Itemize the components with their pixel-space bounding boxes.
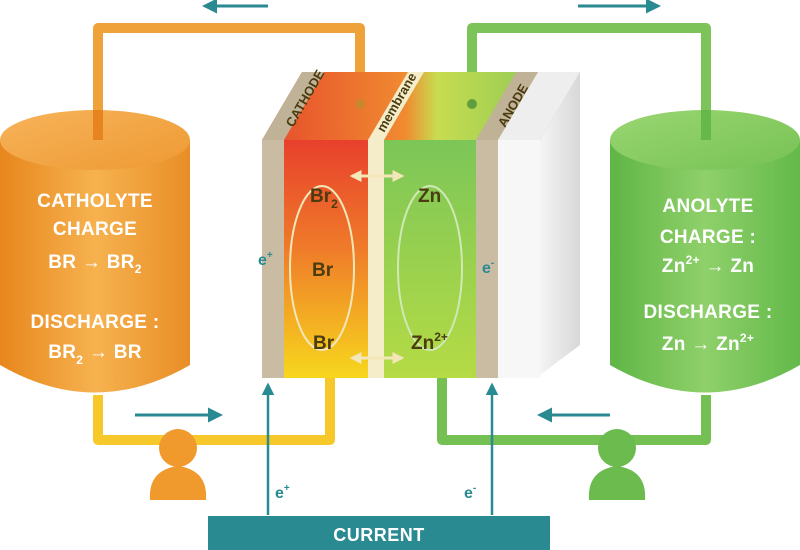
cathode-circulation-loop (289, 185, 355, 351)
catholyte-charge-reaction: BR → BR2 (48, 252, 142, 276)
catholyte-return-pipe (93, 23, 365, 140)
catholyte-tank (0, 110, 190, 393)
catholyte-supply-pipe (93, 378, 335, 445)
cathode-species-middle: Br (312, 260, 334, 281)
cell-block (262, 72, 580, 378)
right-wire-electron-label: e- (464, 483, 476, 502)
catholyte-charge-label: CHARGE (53, 219, 137, 240)
anolyte-title: ANOLYTE (662, 196, 753, 217)
anode-species-bottom: Zn2+ (411, 330, 448, 354)
cathode-species-top: Br2 (310, 186, 338, 211)
anolyte-charge-label: CHARGE : (660, 227, 756, 248)
left-pump-icon (149, 429, 207, 500)
current-bar (208, 516, 550, 550)
cathode-species-bottom: Br (313, 333, 335, 354)
left-wire-electron-label: e+ (275, 483, 290, 502)
anolyte-discharge-label: DISCHARGE : (644, 302, 773, 323)
right-pump-icon (588, 429, 646, 500)
catholyte-title: CATHOLYTE (37, 191, 153, 212)
catholyte-discharge-reaction: BR2 → BR (48, 342, 142, 367)
right-electron-label: e- (482, 258, 494, 277)
cathode-top-port (355, 99, 365, 109)
anode-species-top: Zn (418, 186, 441, 207)
anolyte-discharge-reaction: Zn → Zn2+ (662, 331, 754, 355)
current-label: CURRENT (333, 525, 425, 545)
catholyte-discharge-label: DISCHARGE : (31, 312, 160, 333)
anode-top-port (467, 99, 477, 109)
anolyte-supply-pipe (437, 378, 711, 445)
anode-circulation-loop (397, 185, 463, 351)
anolyte-tank (610, 110, 800, 393)
left-electron-label: e+ (258, 250, 273, 269)
anolyte-return-pipe (467, 23, 711, 140)
anolyte-charge-reaction: Zn2+ → Zn (662, 253, 754, 277)
